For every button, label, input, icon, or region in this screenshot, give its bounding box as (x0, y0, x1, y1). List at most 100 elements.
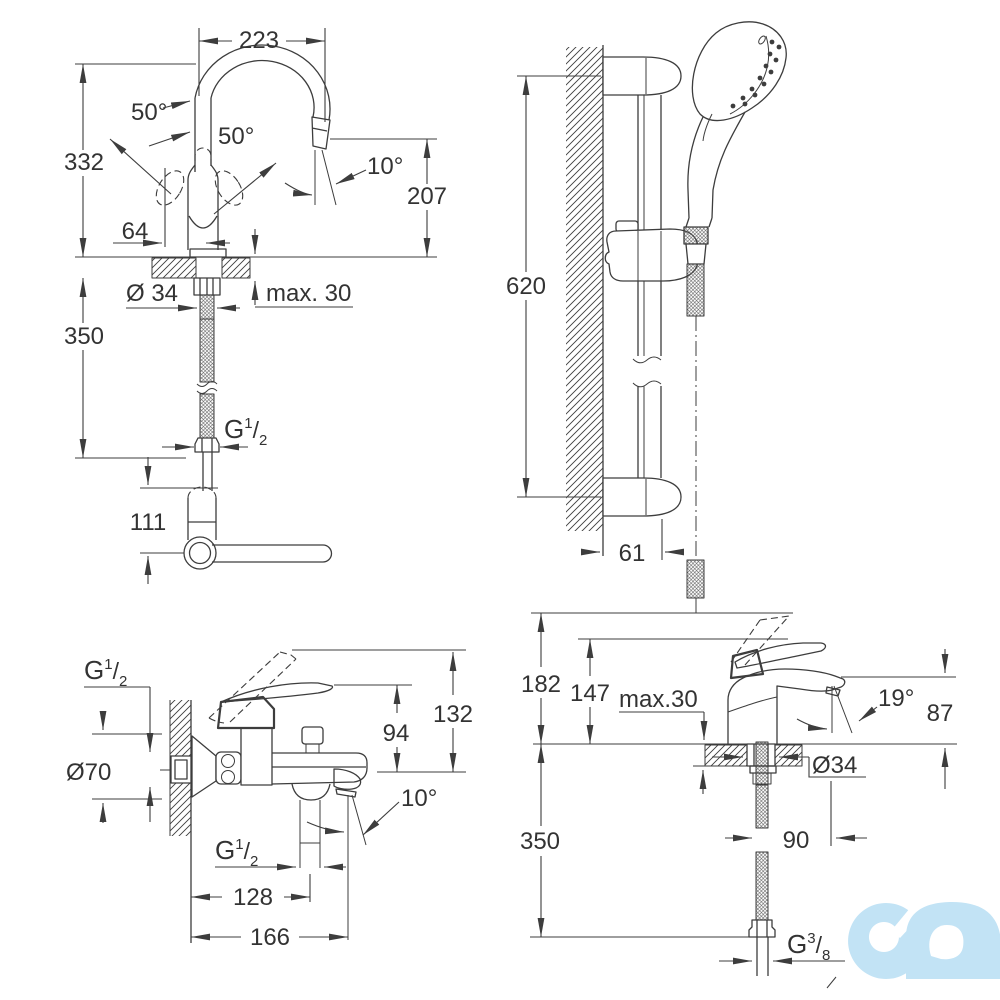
dim-supply-thread: G3/8 (787, 929, 830, 964)
flex-hose-lower (199, 393, 215, 439)
dim-height-open: 132 (433, 701, 473, 728)
lock-nut (752, 772, 772, 785)
faucet-body (187, 164, 219, 250)
kitchen-faucet-drawing: 332 223 207 50° 50° 10° 64 (64, 27, 447, 584)
dim-hose-length: 350 (520, 828, 560, 855)
dim-height: 147 (570, 680, 610, 707)
handle-base (729, 648, 765, 680)
shower-outlet-nipple (299, 800, 321, 868)
handle-lever-raised-dashed (730, 615, 790, 666)
water-flow-lines (314, 149, 337, 206)
dim-height-to-handle: 94 (383, 720, 410, 747)
flex-hose-upper (199, 318, 215, 383)
dim-spout-reach: 166 (250, 924, 290, 951)
shower-head-button (758, 35, 766, 45)
threaded-shank (755, 741, 769, 786)
dim-deck-thickness: max. 30 (266, 280, 351, 307)
rail-bracket-bottom (602, 477, 682, 517)
dim-height-open: 182 (521, 671, 561, 698)
spray-nozzles (730, 39, 782, 109)
dim-hose-spread: 90 (783, 827, 810, 854)
dim-inlet-thread: G1/2 (84, 655, 127, 690)
logo-d-hole (929, 925, 964, 960)
counter-section-left (151, 257, 197, 279)
mixer-body (240, 727, 273, 786)
dim-flow-angle: 10° (401, 785, 437, 812)
basin-faucet-outline (727, 615, 853, 976)
logo-gap (891, 902, 925, 938)
wall-hatch (566, 47, 603, 531)
dim-flow-angle: 19° (878, 685, 914, 712)
spout-tip (311, 116, 331, 150)
counter-section-right (774, 744, 803, 767)
shower-rail-dimensions: 620 61 (506, 75, 684, 567)
water-flow-lines (831, 685, 853, 734)
dim-rail-length: 620 (506, 273, 546, 300)
hose-end-fitting (748, 919, 776, 938)
hose-break (196, 381, 218, 394)
handle-ghost-left (155, 170, 185, 206)
hand-shower (685, 21, 787, 228)
shower-rail-drawing: 620 61 (506, 21, 787, 613)
kitchen-faucet-outline (151, 44, 337, 570)
handle-lever (734, 642, 827, 669)
supply-fitting (170, 755, 192, 784)
connection-pipe (202, 452, 213, 491)
dim-shank-diameter: Ø34 (812, 752, 857, 779)
dim-outlet-offset: 128 (233, 884, 273, 911)
dim-wall-clearance: 61 (619, 540, 646, 567)
dim-flow-angle: 10° (367, 153, 403, 180)
dim-offset: 64 (122, 218, 149, 245)
flex-hose-lower (755, 851, 769, 921)
hose-taper (685, 243, 707, 265)
handle-lever-top-view (212, 544, 333, 563)
handle-view-body (187, 498, 217, 540)
shower-cone-nut (683, 226, 709, 245)
dim-shank-diameter: Ø 34 (126, 280, 178, 307)
handle-lever-raised-dashed (208, 651, 297, 724)
rail-bracket-top (602, 56, 682, 96)
slider-holder (604, 220, 703, 282)
connection-pipe (756, 937, 769, 976)
counter-section-left (704, 744, 748, 767)
spout-nose (333, 768, 362, 798)
dim-spout-height: 87 (927, 700, 954, 727)
shower-hose-lower (686, 559, 705, 599)
kitchen-faucet-dimensions: 332 223 207 50° 50° 10° 64 (64, 27, 447, 584)
dim-hose-length: 350 (64, 323, 104, 350)
dim-outlet-thread: G1/2 (215, 835, 258, 870)
spray-face-edge (729, 35, 770, 115)
flex-hose-upper (755, 784, 769, 829)
basin-faucet-dimensions: 182 147 max.30 19° 87 Ø34 350 (520, 612, 956, 989)
dim-deck-thickness: max.30 (619, 686, 698, 713)
shower-outlet-boss (291, 783, 331, 801)
escutcheon-cone (191, 735, 217, 798)
diverter-knob (301, 726, 324, 745)
shower-handle (685, 111, 746, 228)
mounting-nut (193, 277, 221, 296)
rail-break (632, 356, 662, 388)
rail-bar (637, 95, 662, 478)
water-flow-lines (347, 794, 367, 940)
base-flange (189, 248, 227, 258)
union-nut (215, 751, 242, 785)
hose-end-fitting (194, 437, 220, 453)
shower-head (691, 21, 787, 122)
handle-base (216, 695, 276, 730)
shower-hose-upper (686, 263, 705, 317)
threaded-shank (199, 294, 215, 320)
basin-faucet-drawing: 182 147 max.30 19° 87 Ø34 350 (520, 612, 957, 989)
dim-rosette-diameter: Ø70 (66, 759, 111, 786)
bath-mixer-drawing: G1/2 Ø70 94 132 10° G1/2 128 (66, 649, 473, 951)
washer (749, 765, 777, 774)
dim-swivel-right: 50° (218, 123, 254, 150)
handle-view-dashed-cap (187, 486, 217, 499)
dim-handle-projection: 111 (130, 509, 166, 536)
counter-section-right (221, 257, 251, 279)
dim-height-total: 332 (64, 149, 104, 176)
watermark-logo (848, 902, 1000, 979)
dim-supply-thread: G1/2 (224, 414, 267, 449)
handle-ghost-up (194, 147, 212, 172)
